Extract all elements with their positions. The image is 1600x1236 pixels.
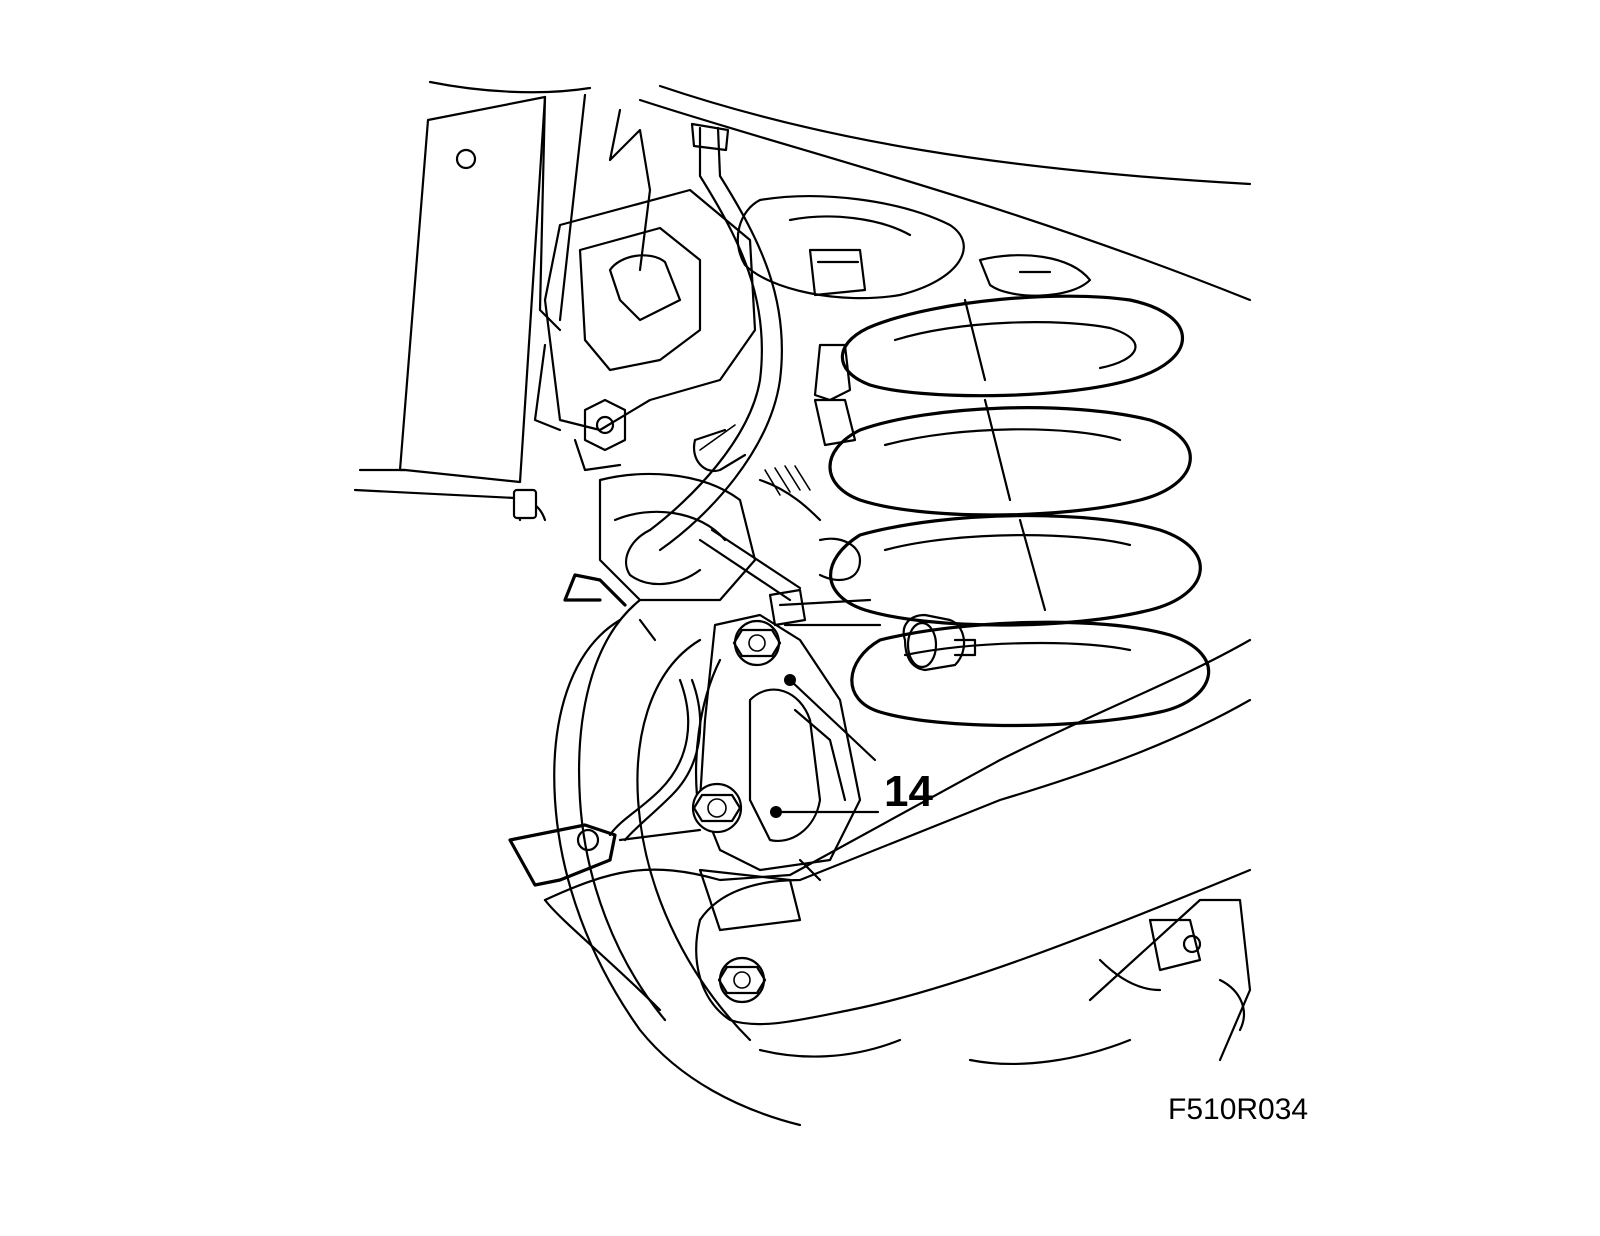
leader-dot-lower [770, 806, 782, 818]
figure-code: F510R034 [1168, 1093, 1309, 1126]
brake-disc [553, 598, 802, 1127]
lower-control-arm [543, 638, 1252, 1058]
leader-dot-upper [784, 674, 796, 686]
stabilizer-link [698, 343, 882, 627]
brake-hose [608, 108, 784, 586]
strut-top-mount [736, 195, 1092, 300]
callout-leaders [770, 674, 880, 818]
sensor-cable [508, 573, 702, 887]
coil-spring [828, 294, 1211, 728]
hub-carrier [533, 188, 757, 602]
body-frame [353, 80, 1252, 522]
subframe [968, 898, 1252, 1065]
lower-bushing [902, 613, 977, 672]
callout-label-14: 14 [884, 767, 933, 816]
leader-line-upper [788, 678, 877, 762]
